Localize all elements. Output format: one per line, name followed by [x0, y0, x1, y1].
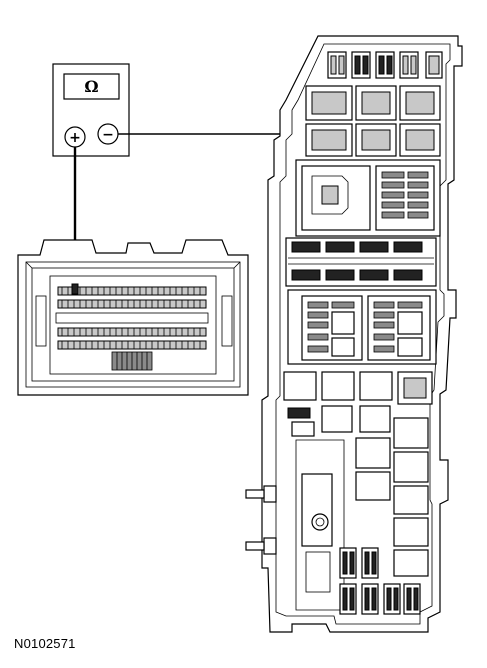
harness-connector [17, 239, 249, 396]
upper-fuse-panel [295, 159, 441, 237]
target-pin [71, 283, 79, 295]
figure-id: N0102571 [14, 636, 76, 651]
negative-terminal-label: − [102, 127, 114, 143]
ohm-symbol: Ω [84, 77, 98, 96]
mini-fuse-rows [285, 237, 437, 287]
positive-terminal-label: + [69, 130, 81, 146]
meter-display [63, 73, 120, 100]
middle-fuse-panels [287, 289, 437, 365]
ohmmeter: Ω + − [52, 63, 130, 157]
lower-housing-detail [245, 439, 345, 611]
fuse-relay-box [245, 35, 463, 633]
top-fuse-row [327, 51, 443, 79]
bottom-fuse-row [339, 547, 421, 615]
lower-relays [355, 417, 429, 577]
top-relay-grid [305, 85, 441, 157]
relay-row [283, 371, 433, 437]
